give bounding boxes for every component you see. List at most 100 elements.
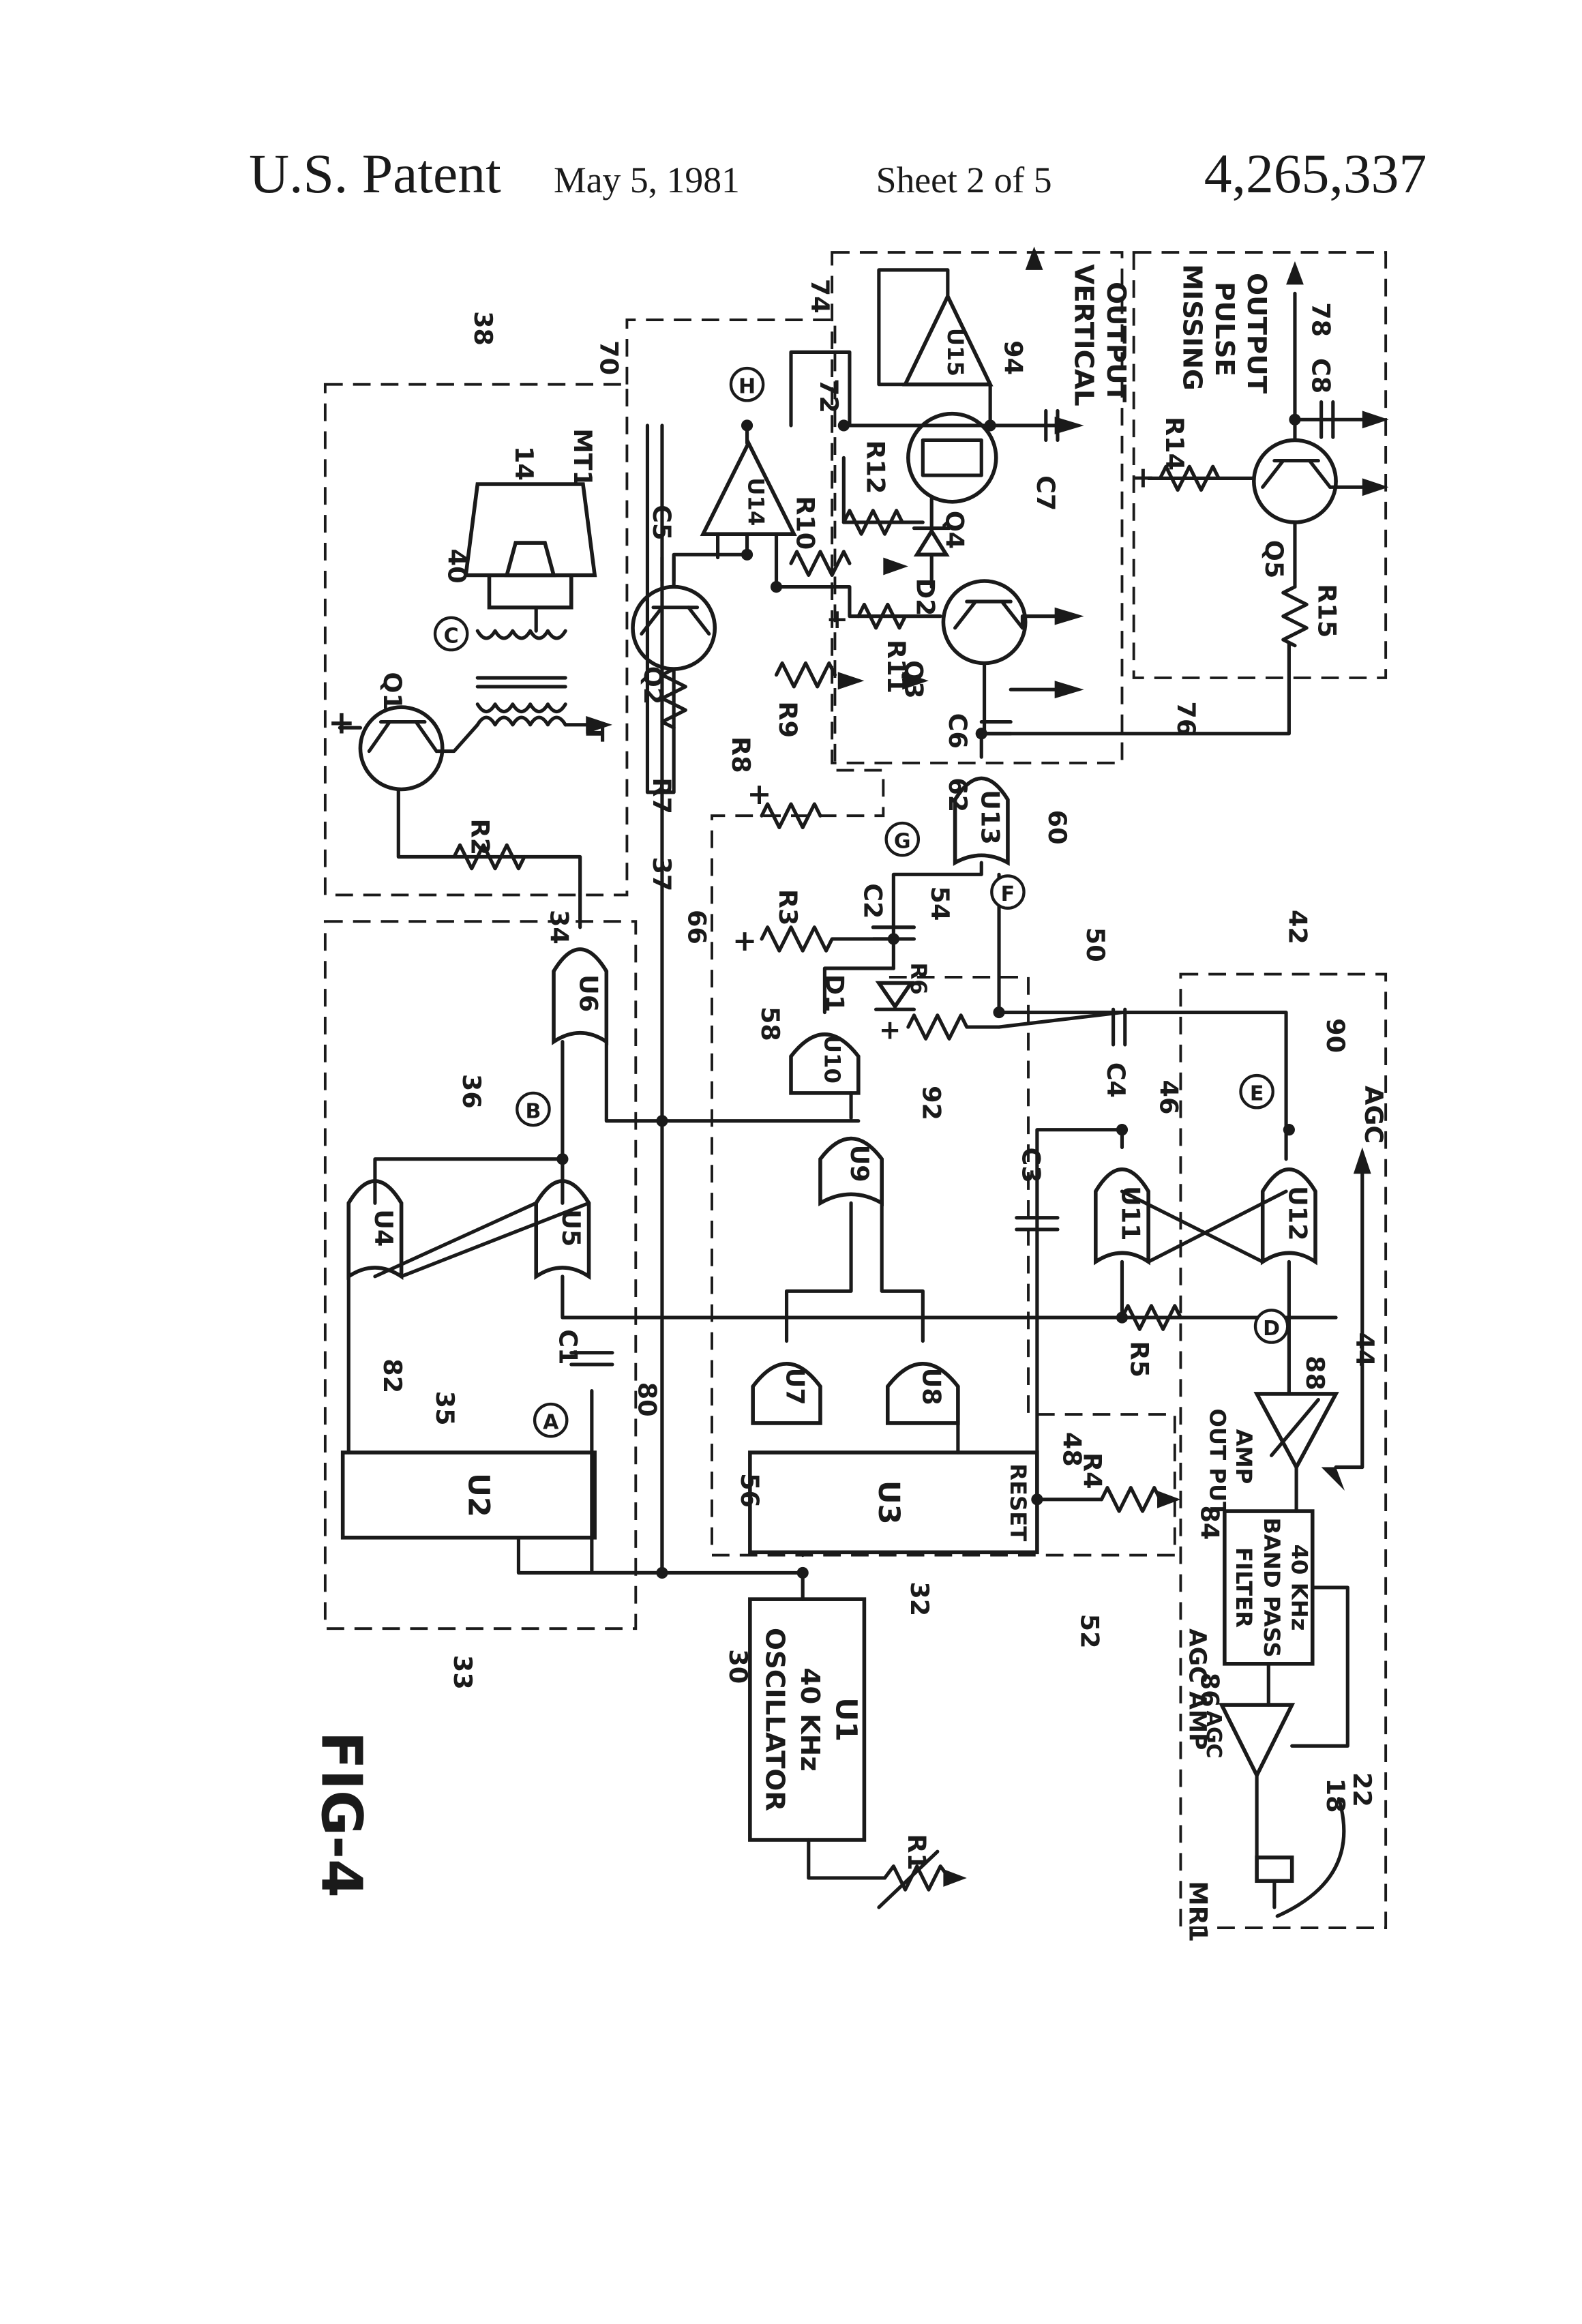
ref-90: 90 bbox=[1321, 1018, 1350, 1053]
resistor-r4: R4 bbox=[1078, 1452, 1162, 1513]
ground-arrow-icon bbox=[837, 672, 865, 690]
logic-gates: U4 U5 U6 U7 U8 U9 U10 U11 bbox=[346, 292, 1317, 1425]
diode-d2: D2 bbox=[911, 526, 951, 616]
resistor-r14: R14 bbox=[1158, 417, 1221, 492]
svg-text:C4: C4 bbox=[1101, 1062, 1131, 1098]
svg-text:R15: R15 bbox=[1312, 584, 1341, 638]
output-amplifier: OUT PUT AMP bbox=[1204, 1392, 1339, 1517]
ground-arrow-icon bbox=[1157, 1490, 1181, 1508]
svg-text:U13: U13 bbox=[975, 790, 1004, 845]
transformer-t: T bbox=[475, 629, 609, 742]
svg-text:R5: R5 bbox=[1124, 1341, 1154, 1377]
svg-text:C6: C6 bbox=[943, 713, 972, 749]
test-points: A B C D E F G H bbox=[433, 366, 1289, 1438]
transistor-q4: Q4 bbox=[906, 411, 998, 549]
svg-text:A: A bbox=[543, 1411, 559, 1435]
ref-42: 42 bbox=[1283, 910, 1312, 944]
svg-text:C5: C5 bbox=[647, 505, 676, 540]
figure-label: FIG-4 bbox=[309, 1731, 374, 1898]
header-date: May 5, 1981 bbox=[554, 160, 740, 200]
svg-text:R1: R1 bbox=[902, 1834, 931, 1871]
transmitter-mt1: MT1 bbox=[463, 428, 597, 610]
svg-text:U6: U6 bbox=[574, 974, 603, 1012]
svg-text:E: E bbox=[1250, 1082, 1264, 1106]
u3-label: U3 bbox=[871, 1480, 906, 1525]
ref-58: 58 bbox=[756, 1007, 785, 1041]
svg-text:R7: R7 bbox=[647, 777, 676, 814]
capacitor-c1: C1 bbox=[554, 1329, 614, 1367]
ref-72: 72 bbox=[814, 378, 844, 413]
resistor-r11: R11 bbox=[856, 602, 911, 694]
agc-amplifier: AGC AMP AGC bbox=[1183, 1628, 1296, 1780]
ref-62: 62 bbox=[943, 777, 972, 812]
ref-34: 34 bbox=[545, 910, 574, 944]
svg-text:40 KHz: 40 KHz bbox=[1287, 1544, 1313, 1630]
gate-u13: U13 bbox=[953, 776, 1010, 866]
resistor-r12: R12 bbox=[841, 440, 904, 536]
ref-70: 70 bbox=[595, 340, 624, 375]
svg-text:C3: C3 bbox=[1016, 1147, 1045, 1182]
ground-arrow-icon bbox=[883, 557, 908, 576]
u1-freq-label: 40 KHz bbox=[794, 1667, 825, 1771]
output-arrow-icon bbox=[1025, 246, 1043, 270]
resistor-r9: R9 bbox=[773, 661, 837, 738]
resistor-r10: R10 bbox=[789, 496, 852, 577]
ground-arrow-icon bbox=[1054, 681, 1084, 699]
outline-42 bbox=[1179, 972, 1388, 1930]
ground-arrow-icon bbox=[586, 715, 612, 734]
svg-text:BAND PASS: BAND PASS bbox=[1259, 1517, 1285, 1657]
svg-text:R12: R12 bbox=[861, 440, 891, 494]
resistor-r8: R8 bbox=[726, 736, 822, 830]
supply-plus: + bbox=[1131, 460, 1155, 494]
u1-label: U1 bbox=[829, 1697, 863, 1742]
svg-text:Q1: Q1 bbox=[378, 672, 407, 711]
svg-text:C1: C1 bbox=[554, 1329, 583, 1365]
svg-text:AMP: AMP bbox=[1231, 1429, 1257, 1485]
sheet-header: U.S. Patent May 5, 1981 Sheet 2 of 5 4,2… bbox=[249, 143, 1427, 205]
gate-u10: U10 bbox=[789, 1032, 861, 1095]
ref-80: 80 bbox=[633, 1382, 662, 1417]
ref-92: 92 bbox=[916, 1086, 946, 1120]
missing-pulse-output-label: MISSING bbox=[1177, 264, 1208, 391]
output-arrow-icon bbox=[1353, 1147, 1371, 1174]
supply-markers: + + + + + + bbox=[328, 460, 1155, 1045]
test-point-b: B bbox=[516, 1091, 551, 1127]
ground-arrow-icon bbox=[1362, 411, 1389, 429]
svg-text:U14: U14 bbox=[743, 477, 769, 526]
ref-37: 37 bbox=[647, 856, 676, 891]
svg-text:R6: R6 bbox=[906, 962, 931, 994]
svg-text:H: H bbox=[738, 375, 756, 399]
output-arrow-icon bbox=[1321, 1467, 1345, 1491]
ground-arrow-icon bbox=[943, 1869, 967, 1887]
agc-output-label: AGC bbox=[1359, 1086, 1388, 1144]
svg-text:R9: R9 bbox=[773, 701, 803, 738]
ref-82: 82 bbox=[378, 1358, 407, 1393]
resistor-r6: R6 bbox=[906, 962, 1001, 1041]
supply-plus: + bbox=[732, 924, 757, 958]
supply-plus: + bbox=[826, 604, 848, 635]
svg-text:U15: U15 bbox=[942, 328, 968, 376]
svg-text:R3: R3 bbox=[773, 889, 803, 926]
svg-text:OUT PUT: OUT PUT bbox=[1204, 1408, 1230, 1517]
gate-u12: U12 bbox=[1260, 1167, 1317, 1266]
resistor-r15: R15 bbox=[1281, 584, 1341, 648]
u3-reset-label: RESET bbox=[1005, 1463, 1031, 1541]
capacitor-c3: C3 bbox=[1015, 1147, 1060, 1232]
gate-u8: U8 bbox=[885, 1362, 960, 1425]
capacitor-c6: C6 bbox=[943, 713, 1013, 749]
resistor-r5: R5 bbox=[1120, 1304, 1182, 1377]
supply-plus: + bbox=[747, 777, 772, 811]
test-point-f: F bbox=[990, 874, 1026, 910]
ref-86: 86 bbox=[1195, 1673, 1224, 1708]
u2-label: U2 bbox=[461, 1473, 495, 1517]
svg-text:PULSE: PULSE bbox=[1209, 282, 1240, 376]
resistor-r1: R1 bbox=[877, 1834, 951, 1909]
svg-text:B: B bbox=[525, 1099, 541, 1123]
supply-plus: + bbox=[879, 1015, 901, 1045]
u1-oscillator-label: OSCILLATOR bbox=[759, 1628, 790, 1811]
test-point-e: E bbox=[1239, 1073, 1274, 1109]
wiring bbox=[338, 268, 1364, 1880]
ref-76: 76 bbox=[1171, 701, 1201, 736]
svg-text:D: D bbox=[1263, 1317, 1280, 1341]
capacitor-c5: C5 bbox=[647, 505, 676, 583]
